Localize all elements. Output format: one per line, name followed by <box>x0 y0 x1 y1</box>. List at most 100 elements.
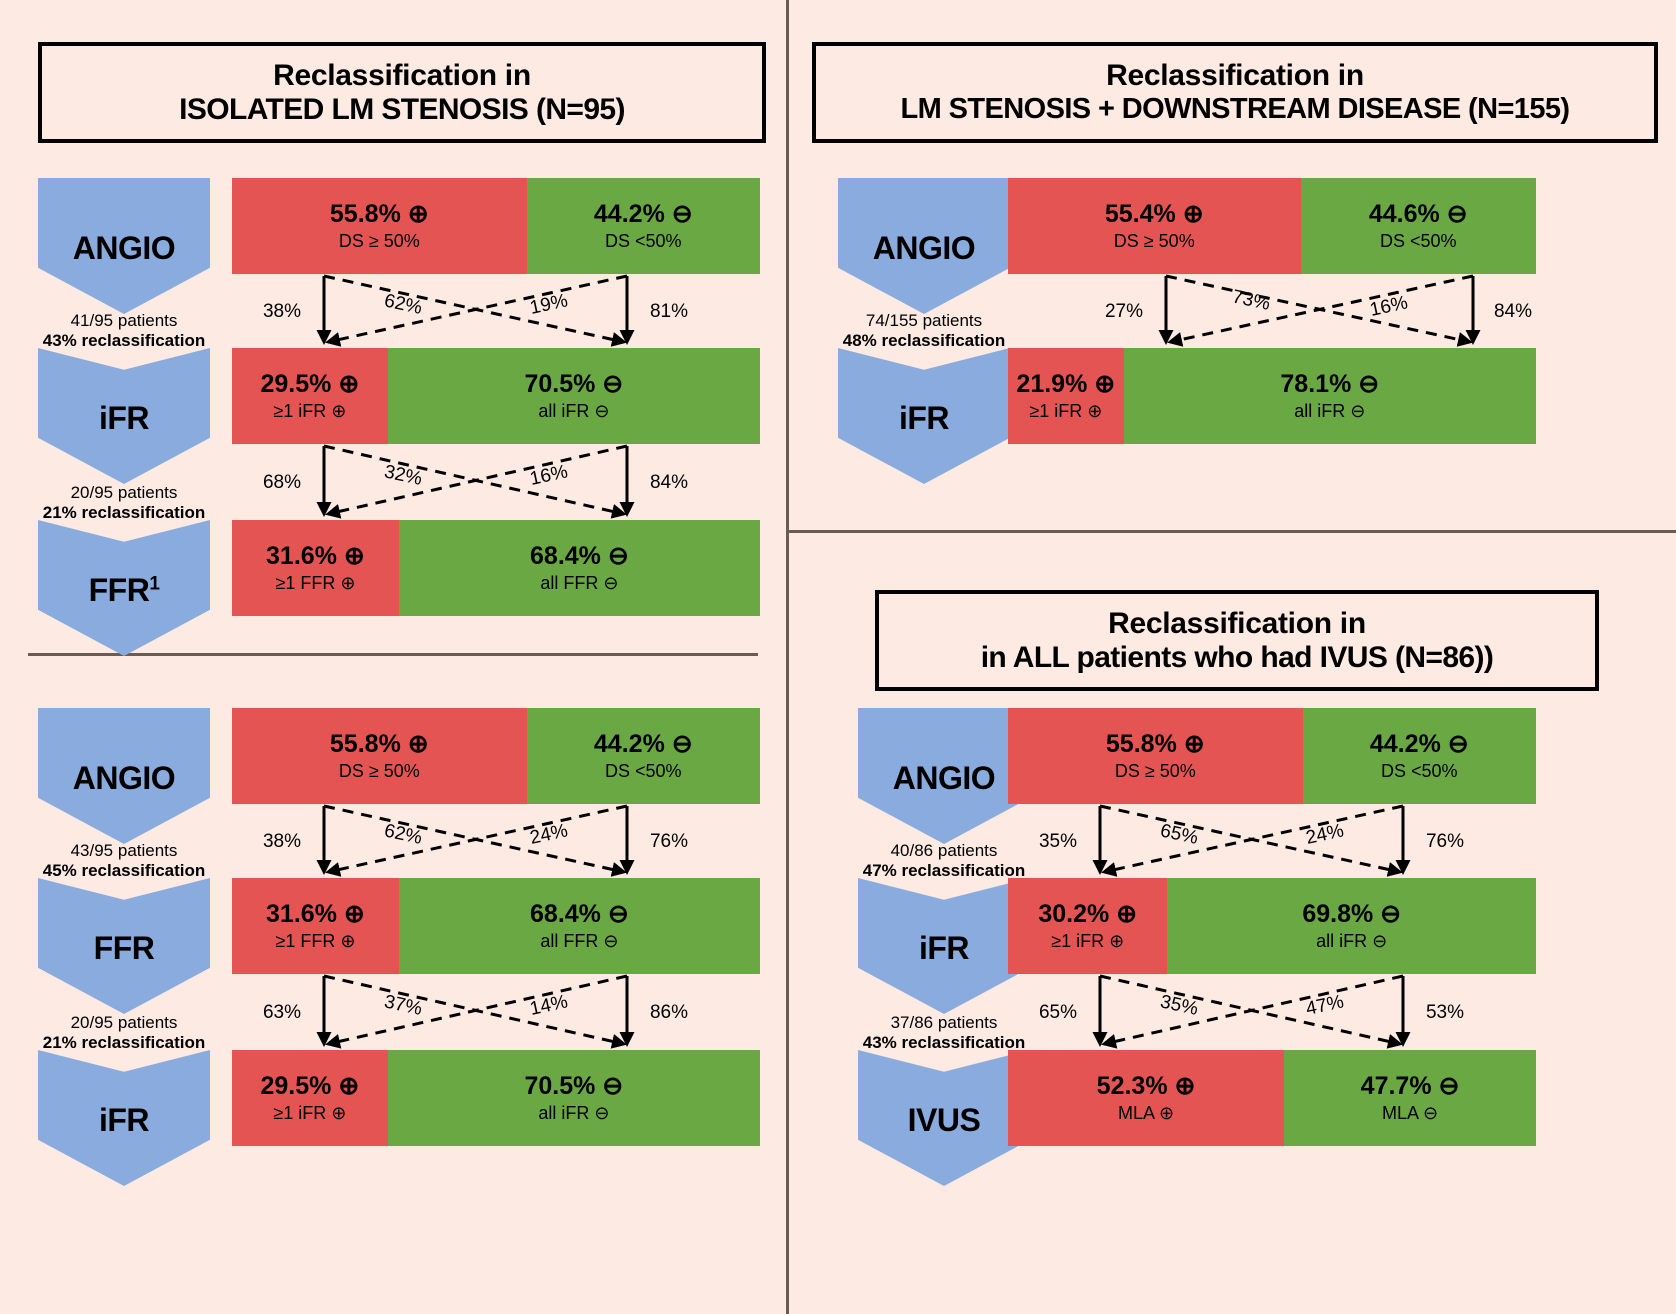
bar-segment-negative: 70.5% ⊖ all iFR ⊖ <box>387 348 760 444</box>
note-reclassification: 43% reclassification <box>42 331 206 351</box>
stage-chevron-angio: ANGIO <box>38 708 210 844</box>
segment-value: 70.5% ⊖ <box>524 370 624 399</box>
segment-value: 29.5% ⊕ <box>260 370 360 399</box>
transition-label-neg-to-pos: 19% <box>528 290 570 318</box>
stage-label: FFR <box>93 929 155 966</box>
stage-label: FFR1 <box>88 571 160 608</box>
transition-note: 40/86 patients 47% reclassification <box>844 841 1044 881</box>
bar-segment-positive: 31.6% ⊕ ≥1 FFR ⊕ <box>232 878 399 974</box>
stage-chevron-ifr: iFR <box>38 348 210 484</box>
stage-bar-ifr: 21.9% ⊕ ≥1 iFR ⊕ 78.1% ⊖ all iFR ⊖ <box>1008 348 1536 444</box>
stage-bar-angio: 55.8% ⊕ DS ≥ 50% 44.2% ⊖ DS <50% <box>1008 708 1536 804</box>
panel-title-line1: Reclassification in <box>1108 606 1366 640</box>
transition-note: 43/95 patients 45% reclassification <box>24 841 224 881</box>
transition-label-pos-to-pos: 68% <box>263 472 301 493</box>
note-patients: 43/95 patients <box>70 841 178 860</box>
bar-segment-positive: 55.8% ⊕ DS ≥ 50% <box>232 708 527 804</box>
segment-value: 31.6% ⊕ <box>266 900 365 929</box>
transition-arrows-ifr-to-ffr: 68% 32% 16% 84% <box>232 444 760 520</box>
note-reclassification: 48% reclassification <box>842 331 1006 351</box>
segment-criteria: DS <50% <box>605 231 682 252</box>
bar-segment-negative: 44.2% ⊖ DS <50% <box>526 178 760 274</box>
stage-label: ANGIO <box>72 229 176 266</box>
transition-label-pos-to-pos: 65% <box>1039 1002 1077 1023</box>
bar-segment-positive: 30.2% ⊕ ≥1 iFR ⊕ <box>1008 878 1168 974</box>
segment-criteria: all FFR ⊖ <box>540 573 619 594</box>
transition-arrows-angio-to-ffr: 38% 62% 24% 76% <box>232 804 760 878</box>
segment-criteria: all iFR ⊖ <box>538 1103 610 1124</box>
segment-criteria: ≥1 iFR ⊕ <box>1051 931 1125 952</box>
segment-criteria: ≥1 iFR ⊕ <box>273 1103 347 1124</box>
bar-segment-positive: 21.9% ⊕ ≥1 iFR ⊕ <box>1008 348 1124 444</box>
segment-value: 31.6% ⊕ <box>266 542 365 571</box>
bar-segment-positive: 55.8% ⊕ DS ≥ 50% <box>1008 708 1303 804</box>
stage-bar-angio: 55.8% ⊕ DS ≥ 50% 44.2% ⊖ DS <50% <box>232 178 760 274</box>
transition-note: 37/86 patients 43% reclassification <box>844 1013 1044 1053</box>
transition-label-neg-to-neg: 84% <box>1494 301 1532 322</box>
transition-label-neg-to-neg: 86% <box>650 1002 688 1023</box>
segment-criteria: DS ≥ 50% <box>1114 761 1196 782</box>
horizontal-divider-right <box>789 530 1676 533</box>
segment-value: 44.6% ⊖ <box>1368 200 1468 229</box>
transition-note: 20/95 patients 21% reclassification <box>24 1013 224 1053</box>
stage-chevron-ffr: FFR1 <box>38 520 210 656</box>
stage-chevron-angio: ANGIO <box>858 708 1030 844</box>
transition-label-neg-to-pos: 24% <box>528 820 570 848</box>
stage-bar-angio: 55.8% ⊕ DS ≥ 50% 44.2% ⊖ DS <50% <box>232 708 760 804</box>
transition-arrows-ifr-to-ivus: 65% 35% 47% 53% <box>1008 974 1536 1050</box>
stage-bar-ivus: 52.3% ⊕ MLA ⊕ 47.7% ⊖ MLA ⊖ <box>1008 1050 1536 1146</box>
segment-value: 55.8% ⊕ <box>1105 730 1205 759</box>
bar-segment-negative: 69.8% ⊖ all iFR ⊖ <box>1167 878 1536 974</box>
transition-label-pos-to-pos: 38% <box>263 301 301 322</box>
transition-label-neg-to-pos: 24% <box>1304 820 1346 848</box>
bar-segment-negative: 68.4% ⊖ all FFR ⊖ <box>398 520 760 616</box>
segment-criteria: all iFR ⊖ <box>1316 931 1388 952</box>
stage-chevron-ivus: IVUS <box>858 1050 1030 1186</box>
stage-chevron-angio: ANGIO <box>38 178 210 314</box>
note-reclassification: 45% reclassification <box>42 861 206 881</box>
transition-label-pos-to-neg: 32% <box>382 461 424 489</box>
bar-segment-positive: 55.8% ⊕ DS ≥ 50% <box>232 178 527 274</box>
stage-chevron-ifr: iFR <box>858 878 1030 1014</box>
bar-segment-positive: 31.6% ⊕ ≥1 FFR ⊕ <box>232 520 399 616</box>
panel-title-line1: Reclassification in <box>273 58 531 92</box>
segment-value: 44.2% ⊖ <box>1369 730 1469 759</box>
segment-criteria: ≥1 FFR ⊕ <box>275 931 356 952</box>
transition-label-pos-to-neg: 37% <box>382 991 424 1019</box>
panel-title-line1: Reclassification in <box>1106 59 1364 93</box>
vertical-divider-main <box>786 0 789 1314</box>
stage-label: ANGIO <box>892 759 996 796</box>
transition-label-neg-to-pos: 47% <box>1304 991 1346 1019</box>
segment-value: 55.8% ⊕ <box>329 730 429 759</box>
note-patients: 74/155 patients <box>865 311 983 330</box>
bar-segment-negative: 70.5% ⊖ all iFR ⊖ <box>387 1050 760 1146</box>
transition-arrows-angio-to-ifr: 35% 65% 24% 76% <box>1008 804 1536 878</box>
segment-criteria: DS ≥ 50% <box>338 761 420 782</box>
transition-label-neg-to-neg: 84% <box>650 472 688 493</box>
panel-title-line2: in ALL patients who had IVUS (N=86)) <box>980 640 1494 674</box>
horizontal-divider-left <box>28 653 758 656</box>
segment-criteria: ≥1 FFR ⊕ <box>275 573 356 594</box>
stage-label: IVUS <box>907 1101 981 1138</box>
segment-criteria: ≥1 iFR ⊕ <box>1029 401 1103 422</box>
transition-label-neg-to-pos: 14% <box>528 991 570 1019</box>
panel-title-lm-downstream: Reclassification in LM STENOSIS + DOWNST… <box>812 42 1658 143</box>
bar-segment-positive: 29.5% ⊕ ≥1 iFR ⊕ <box>232 1050 388 1146</box>
transition-label-neg-to-neg: 53% <box>1426 1002 1464 1023</box>
bar-segment-negative: 78.1% ⊖ all iFR ⊖ <box>1123 348 1536 444</box>
segment-criteria: MLA ⊕ <box>1118 1103 1175 1124</box>
transition-arrows-ffr-to-ifr: 63% 37% 14% 86% <box>232 974 760 1050</box>
transition-label-pos-to-neg: 73% <box>1230 286 1272 314</box>
transition-label-pos-to-neg: 62% <box>382 820 424 848</box>
bar-segment-negative: 68.4% ⊖ all FFR ⊖ <box>398 878 760 974</box>
segment-criteria: DS <50% <box>1381 761 1458 782</box>
note-reclassification: 21% reclassification <box>42 1033 206 1053</box>
segment-value: 30.2% ⊕ <box>1038 900 1138 929</box>
transition-label-pos-to-pos: 38% <box>263 831 301 852</box>
stage-chevron-ffr: FFR <box>38 878 210 1014</box>
bar-segment-positive: 55.4% ⊕ DS ≥ 50% <box>1008 178 1301 274</box>
segment-value: 44.2% ⊖ <box>593 730 693 759</box>
bar-segment-negative: 44.6% ⊖ DS <50% <box>1300 178 1536 274</box>
segment-criteria: DS ≥ 50% <box>1113 231 1195 252</box>
stage-bar-ifr: 29.5% ⊕ ≥1 iFR ⊕ 70.5% ⊖ all iFR ⊖ <box>232 348 760 444</box>
